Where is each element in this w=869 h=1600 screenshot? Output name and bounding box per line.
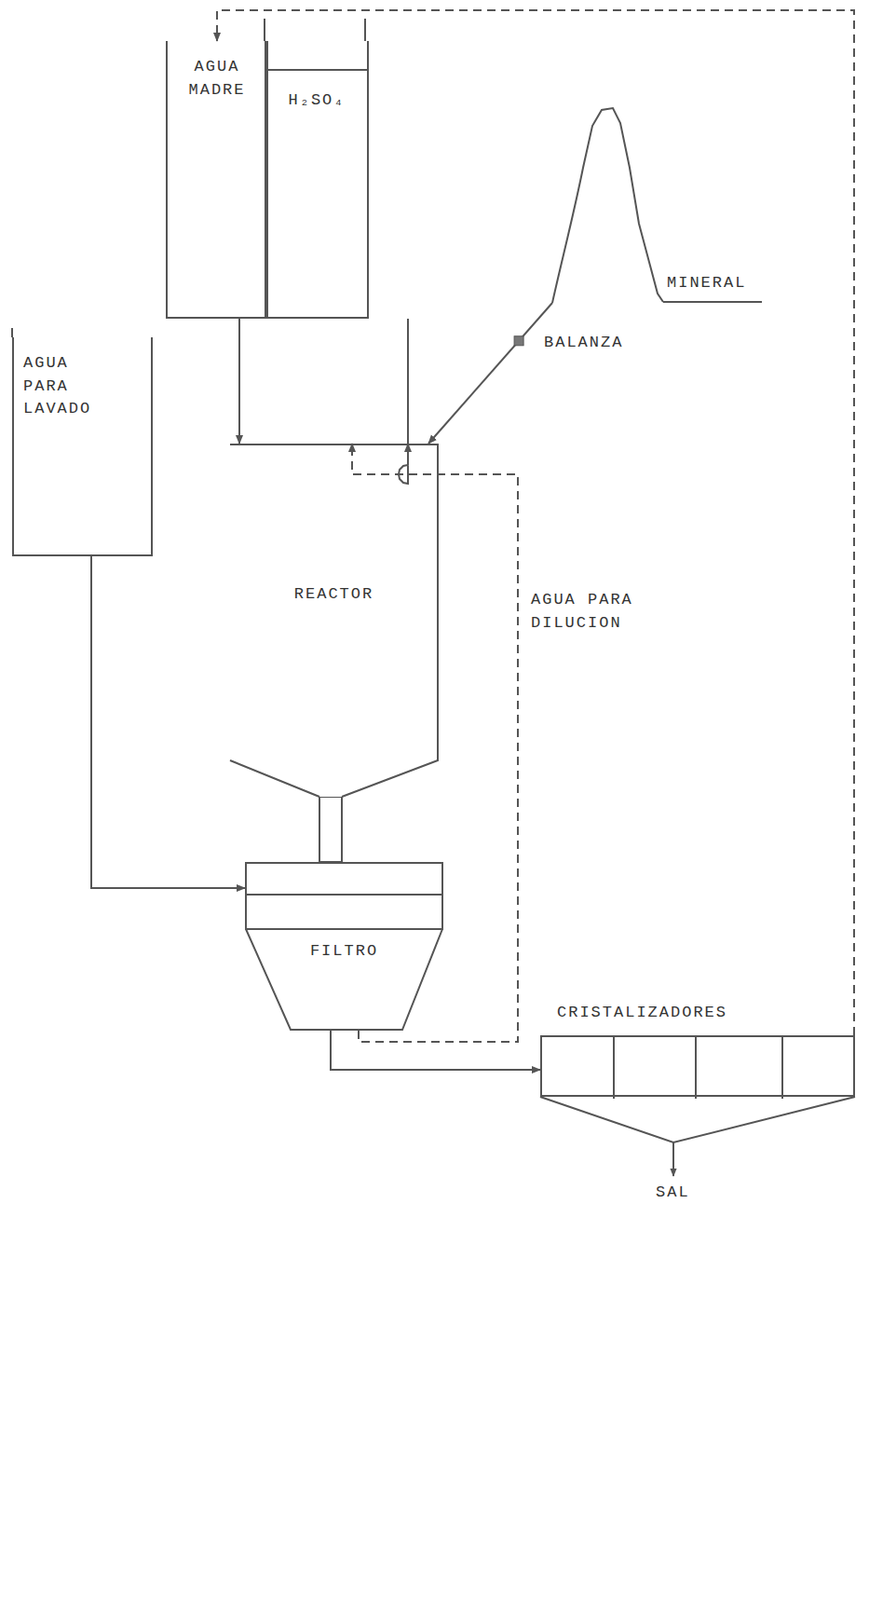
node-outline bbox=[266, 40, 367, 319]
tank-wall bbox=[263, 18, 266, 41]
node-outline bbox=[542, 1036, 857, 1099]
node-label: AGUA MADRE bbox=[171, 55, 263, 102]
product-label: SAL bbox=[655, 1181, 691, 1205]
scale-marker bbox=[514, 336, 524, 346]
flow-line bbox=[428, 302, 553, 444]
node-label: REACTOR bbox=[229, 583, 439, 607]
crystallizer-partition bbox=[694, 1036, 697, 1099]
tank-wall bbox=[364, 18, 367, 41]
node-label: H₂SO₄ bbox=[270, 89, 364, 113]
tank-wall bbox=[11, 327, 14, 338]
flow-line bbox=[238, 318, 241, 444]
filter-outline bbox=[245, 862, 443, 1030]
acid-tank: H₂SO₄ bbox=[264, 40, 369, 319]
edge-label: BALANZA bbox=[543, 331, 624, 355]
wash-water-tank: AGUA PARA LAVADO bbox=[12, 337, 153, 557]
flow-line bbox=[398, 318, 408, 484]
pipe bbox=[318, 796, 343, 862]
crystallizer-partition bbox=[781, 1036, 784, 1099]
crystallizer-partition bbox=[612, 1036, 615, 1099]
filter-unit: FILTRO bbox=[244, 861, 444, 1031]
node-outline bbox=[229, 443, 439, 797]
node-label: FILTRO bbox=[244, 939, 444, 964]
edge-label: AGUA PARA DILUCION bbox=[530, 588, 652, 635]
flow-line bbox=[330, 1030, 541, 1070]
liquid-level bbox=[266, 68, 367, 71]
ore-pile: MINERAL bbox=[547, 102, 767, 308]
reactor-outline bbox=[230, 444, 438, 797]
reactor-vessel: REACTOR bbox=[229, 443, 439, 797]
mother-liquor-tank: AGUA MADRE bbox=[165, 40, 269, 319]
crystallizer-hopper bbox=[540, 1096, 856, 1142]
crystallizer-bank: CRISTALIZADORES bbox=[540, 1034, 856, 1097]
node-label: MINERAL bbox=[666, 271, 747, 296]
flow-line bbox=[91, 556, 245, 888]
mountain-outline bbox=[552, 108, 762, 303]
node-label: AGUA PARA LAVADO bbox=[23, 352, 108, 421]
recycle-line bbox=[217, 10, 855, 1035]
pipe-bore bbox=[320, 797, 341, 861]
salt-outlet-arrow bbox=[672, 1141, 675, 1176]
node-label: CRISTALIZADORES bbox=[556, 1001, 728, 1025]
